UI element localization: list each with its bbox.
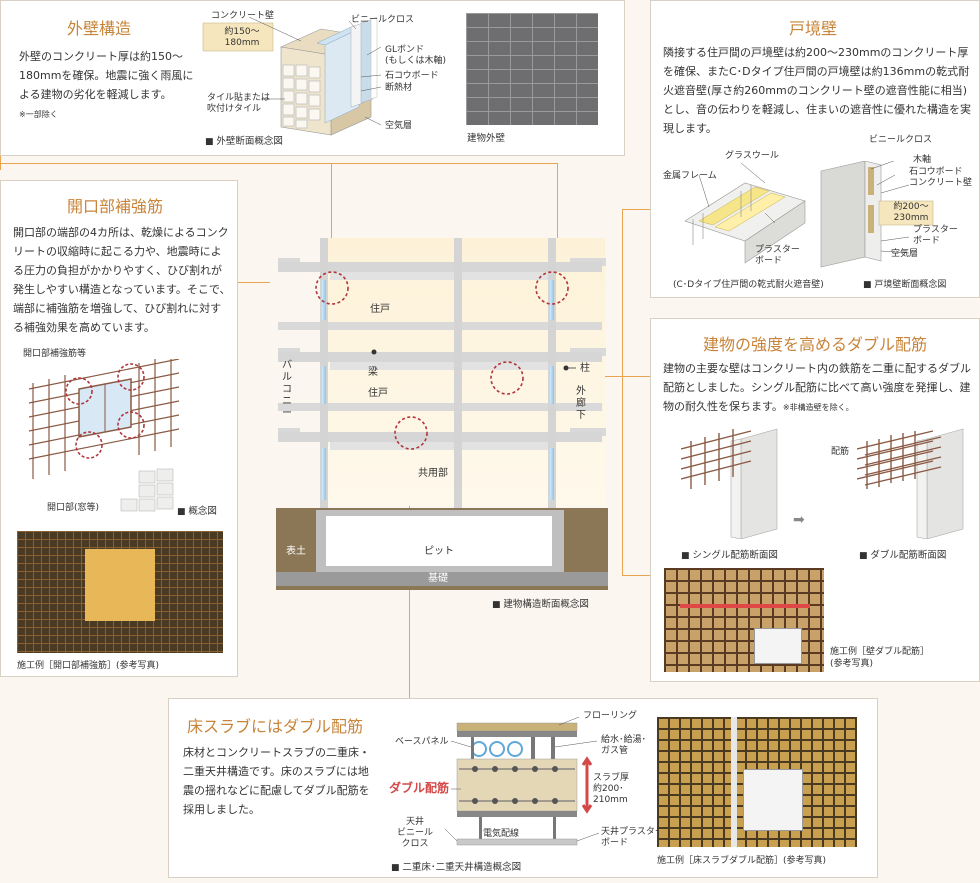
label-gypsum: 石コウボード [385,71,439,81]
label-ceiling: 天井 ビニール クロス [397,817,434,849]
exterior-wall-body: 外壁のコンクリート厚は約150～180mmを確保。地震に強く雨風による建物の劣化… [19,50,194,101]
connector-line [557,163,558,283]
photo-board-2 [743,769,803,831]
connector-line [331,163,332,285]
double-rebar-photo [664,568,824,672]
exterior-wall-diagram-caption: 外壁断面概念図 [205,133,283,147]
exterior-wall-photo-caption: 建物外壁 [467,133,506,144]
floor-slab-text: 床材とコンクリートスラブの二重床・二重天井構造です。床のスラブには地震の揺れなど… [183,746,370,816]
connector-line [622,575,664,576]
label-beam: 梁 [368,367,378,378]
boundary-wall-diagram [685,161,934,268]
label-tile: タイル貼または 吹付けタイル [207,93,271,114]
floor-slab-photo-caption: 施工例［床スラブダブル配筋］(参考写真) [657,856,827,866]
label-rebar: 開口部補強筋等 [23,349,87,359]
label-vinyl-cloth-2: ビニールクロス [869,135,933,145]
floor-slab-title: 床スラブにはダブル配筋 [187,717,364,736]
opening-panel: 開口部補強筋 開口部の端部の4カ所は、乾燥によるコンクリートの収縮時に起こる力や… [0,180,238,677]
floor-slab-diagram [444,716,600,846]
connector-line [0,163,558,164]
label-boundary-thickness: 約200～ 230mm [893,202,929,223]
label-gl-bond: GLボンド (もしくは木軸) [385,45,447,66]
label-corridor: 外廊下 [576,386,586,421]
floor-slab-photo [657,717,857,847]
label-wiring: 電気配線 [483,829,520,839]
label-slab: スラブ厚 約200･ 210mm [593,773,630,805]
label-plaster-board-2: プラスター ボード [913,225,958,246]
boundary-wall-title: 戸境壁 [789,19,838,38]
label-ceiling-board: 天井プラスター ボード [601,827,664,848]
connector-line [622,209,623,575]
opening-photo [17,531,223,653]
label-base-panel: ベースパネル [395,737,449,747]
label-unit-2: 住戸 [368,388,388,399]
label-window: 開口部(窓等) [47,503,100,513]
label-metal-frame: 金属フレーム [663,171,717,181]
label-thickness: 約150～ 180mm [224,27,260,48]
boundary-wall-caption-left: (C･Dタイプ住戸間の乾式耐火遮音壁) [673,280,824,290]
label-unit-1: 住戸 [370,304,390,315]
boundary-wall-panel: 戸境壁 隣接する住戸間の戸境壁は約200～230mmのコンクリート厚を確保、また… [650,0,980,298]
label-balcony: バルコニー [282,360,292,419]
double-rebar-panel: 建物の強度を高めるダブル配筋 建物の主要な壁はコンクリート内の鉄筋を二重に配する… [650,318,980,682]
double-rebar-text: 建物の主要な壁はコンクリート内の鉄筋を二重に配するダブル配筋としました。シングル… [663,359,975,417]
label-common: 共用部 [418,468,448,479]
label-pipes: 給水･給湯･ ガス管 [601,735,647,756]
label-rebar-double: 配筋 [831,447,850,457]
label-vinyl-cloth: ビニールクロス [351,15,415,25]
label-column: 柱 [580,363,590,374]
arrow-icon: ➡ [793,512,805,528]
double-rebar-caption: ダブル配筋断面図 [859,547,946,561]
label-boundary-air-layer: 空気層 [891,249,919,259]
double-rebar-diagram [857,428,964,539]
floor-slab-panel: 床スラブにはダブル配筋 床材とコンクリートスラブの二重床・二重天井構造です。床の… [168,698,878,878]
exterior-wall-text: 外壁のコンクリート厚は約150～180mmを確保。地震に強く雨風による建物の劣化… [19,47,199,124]
photo-measure-2 [731,717,737,847]
single-rebar-diagram [681,428,778,539]
label-pit: ピット [424,546,454,557]
label-gypsum-concrete: 石コウボード コンクリート壁 [909,167,973,188]
double-rebar-body: 建物の主要な壁はコンクリート内の鉄筋を二重に配するダブル配筋としました。シングル… [663,362,971,413]
opening-title: 開口部補強筋 [67,197,164,216]
label-air-layer: 空気層 [385,121,413,131]
connector-line [622,209,650,210]
photo-board [754,628,802,664]
single-rebar-caption: シングル配筋断面図 [681,547,778,561]
label-flooring: フローリング [583,711,638,721]
label-plaster-board: プラスター ボード [755,245,800,266]
exterior-wall-photo [466,13,598,125]
boundary-wall-caption-right: 戸境壁断面概念図 [863,277,946,290]
opening-text: 開口部の端部の4カ所は、乾燥によるコンクリートの収縮時に起こる力や、地震時による… [13,226,231,334]
double-rebar-title: 建物の強度を高めるダブル配筋 [703,335,928,354]
opening-diagram-caption: 概念図 [177,503,217,517]
exterior-wall-note: ※一部除く [19,110,58,119]
label-glass-wool: グラスウール [725,151,779,161]
label-wood-frame: 木軸 [913,155,932,165]
exterior-wall-title: 外壁構造 [67,19,132,38]
opening-photo-window [85,549,155,621]
building-caption: 建物構造断面概念図 [492,596,589,610]
exterior-wall-diagram [202,16,382,136]
opening-photo-caption: 施工例［開口部補強筋］(参考写真) [17,661,160,671]
label-foundation: 基礎 [428,573,448,584]
label-soil: 表土 [286,546,306,557]
double-rebar-photo-caption: 施工例［壁ダブル配筋］ (参考写真) [830,647,930,669]
label-double-rebar: ダブル配筋 [389,781,450,795]
label-insulation: 断熱材 [385,83,413,93]
connector-line [0,156,1,170]
exterior-wall-panel: 外壁構造 外壁のコンクリート厚は約150～180mmを確保。地震に強く雨風による… [0,0,625,156]
building-section-diagram [276,238,608,590]
label-concrete-wall: コンクリート壁 [211,11,275,21]
floor-slab-diagram-caption: 二重床･二重天井構造概念図 [391,859,521,873]
boundary-wall-text: 隣接する住戸間の戸境壁は約200～230mmのコンクリート厚を確保、またC･Dタ… [663,46,971,135]
opening-diagram [28,359,180,512]
double-rebar-note: ※非構造壁を除く。 [782,403,854,412]
photo-measure [680,604,810,608]
